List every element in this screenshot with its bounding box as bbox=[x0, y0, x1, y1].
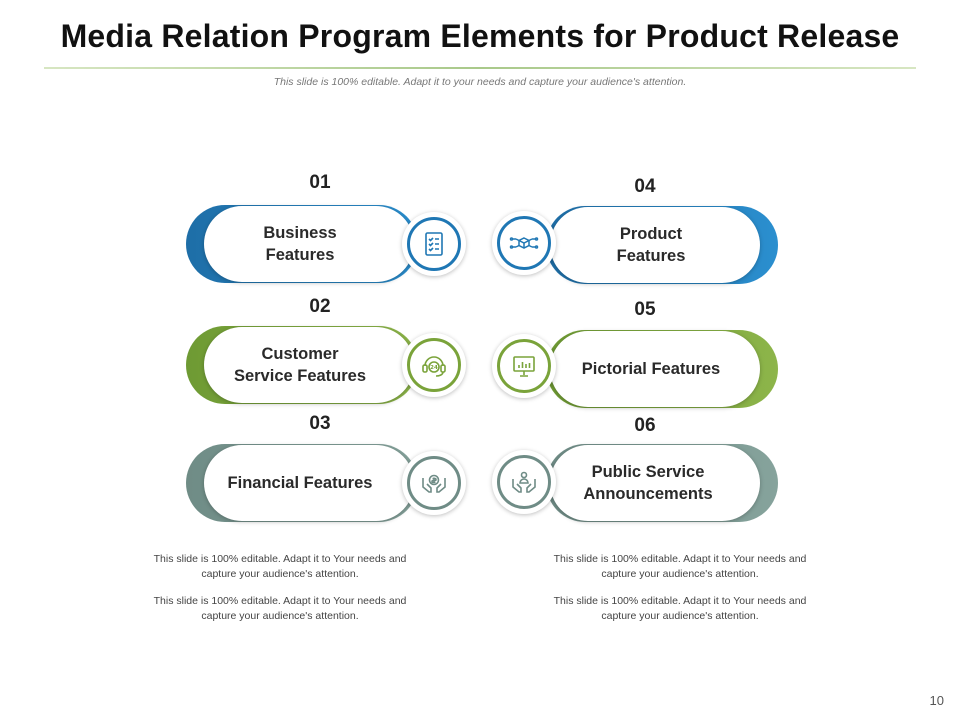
business-icon-badge bbox=[402, 212, 466, 276]
item-number-05: 05 bbox=[634, 299, 656, 320]
financial-icon-badge bbox=[402, 451, 466, 515]
left-note-1: This slide is 100% editable. Adapt it to… bbox=[153, 553, 407, 580]
slide-subtitle: This slide is 100% editable. Adapt it to… bbox=[273, 76, 687, 88]
element-customer-service-features: Customer Service Features bbox=[186, 326, 418, 404]
element-label: Business Features bbox=[263, 223, 337, 264]
element-product-features: Product Features bbox=[546, 206, 778, 284]
slide-title: Media Relation Program Elements for Prod… bbox=[60, 18, 900, 54]
right-note-2: This slide is 100% editable. Adapt it to… bbox=[553, 595, 807, 622]
svg-text:24: 24 bbox=[430, 365, 438, 371]
hands-person-icon bbox=[512, 471, 536, 493]
element-pictorial-features: Pictorial Features bbox=[546, 330, 778, 408]
element-label: Customer Service Features bbox=[233, 344, 367, 385]
title-divider bbox=[44, 67, 916, 69]
hands-money-icon bbox=[422, 474, 446, 493]
public-service-icon-badge bbox=[492, 450, 556, 514]
element-business-features: Business Features bbox=[186, 205, 418, 283]
element-label: Public Service Announcements bbox=[583, 462, 713, 503]
element-label: Product Features bbox=[616, 224, 686, 265]
network-cube-icon bbox=[509, 237, 539, 249]
element-label: Financial Features bbox=[227, 473, 373, 492]
element-financial-features: Financial Features bbox=[186, 444, 418, 522]
page-number: 10 bbox=[929, 693, 944, 708]
item-number-04: 04 bbox=[634, 176, 656, 197]
pictorial-icon-badge bbox=[492, 334, 556, 398]
item-number-01: 01 bbox=[309, 172, 331, 193]
customer-service-icon-badge: 24 bbox=[402, 333, 466, 397]
item-number-03: 03 bbox=[309, 413, 331, 434]
item-number-02: 02 bbox=[309, 296, 331, 317]
presentation-chart-icon bbox=[513, 356, 535, 377]
item-number-06: 06 bbox=[634, 415, 656, 436]
left-note-2: This slide is 100% editable. Adapt it to… bbox=[153, 595, 407, 622]
headset-24-icon: 24 bbox=[422, 356, 446, 377]
element-label: Pictorial Features bbox=[581, 359, 721, 378]
right-note-1: This slide is 100% editable. Adapt it to… bbox=[553, 553, 807, 580]
element-public-service-announcements: Public Service Announcements bbox=[546, 444, 778, 522]
product-icon-badge bbox=[492, 211, 556, 275]
checklist-icon bbox=[425, 232, 443, 256]
